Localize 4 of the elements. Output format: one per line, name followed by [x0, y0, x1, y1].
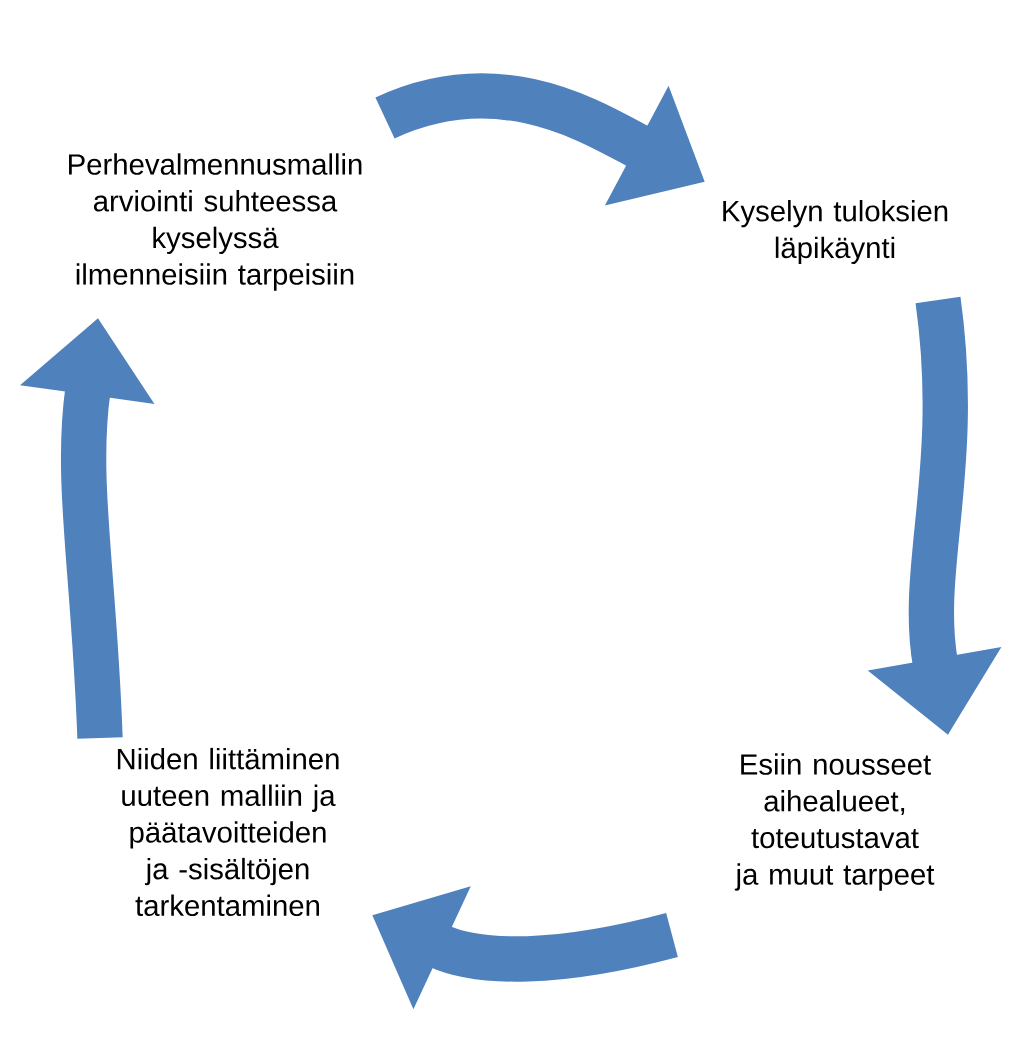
text-label: Perhevalmennusmallin arviointi suhteessa kyselyssä ilmenneisiin tarpeisiin	[69, 153, 362, 291]
text-label: Esiin nousseet aihealueet, toteutustavat ja muut tarpeet	[734, 753, 935, 891]
text-label: Kyselyn tuloksien läpikäynti	[723, 199, 948, 264]
text-label: Niiden liittäminen uuteen malliin ja päätavoitteiden ja -sisältöjen tarkentaminen	[117, 747, 339, 917]
